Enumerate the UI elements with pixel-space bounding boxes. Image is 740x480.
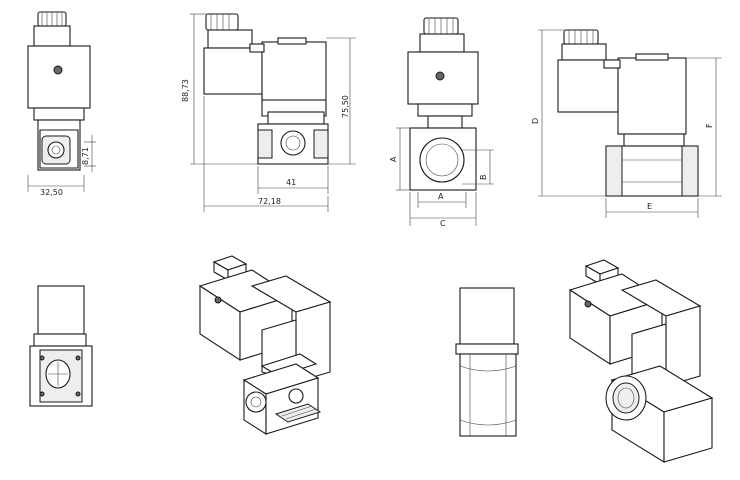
port-view: A B A C [389,17,494,228]
dim-large-F: F [705,123,714,128]
dim-side-body-width: 41 [286,178,296,187]
front-view-small: 32,50 8,71 [27,11,96,197]
dim-side-total-width: 72,18 [258,197,281,206]
dim-large-D: D [531,118,540,124]
isometric-view-right [568,259,714,463]
dim-side-height2: 75,50 [341,95,350,118]
isometric-view-left [198,255,332,436]
side-view-dimensioned: 88,73 75,50 41 72,18 [181,13,356,212]
dim-port-A-left: A [389,156,398,162]
dim-port-B: B [479,175,488,181]
dim-side-height: 88,73 [181,79,190,102]
dim-large-E: E [647,202,652,211]
large-side-view: D F E [531,29,722,218]
dim-front-width: 32,50 [40,188,63,197]
front-view-cylinder [455,287,519,437]
front-view-lower [29,285,93,407]
dim-port-A-bottom: A [438,192,444,201]
dim-port-C: C [440,219,446,228]
dim-front-port: 8,71 [81,147,90,165]
